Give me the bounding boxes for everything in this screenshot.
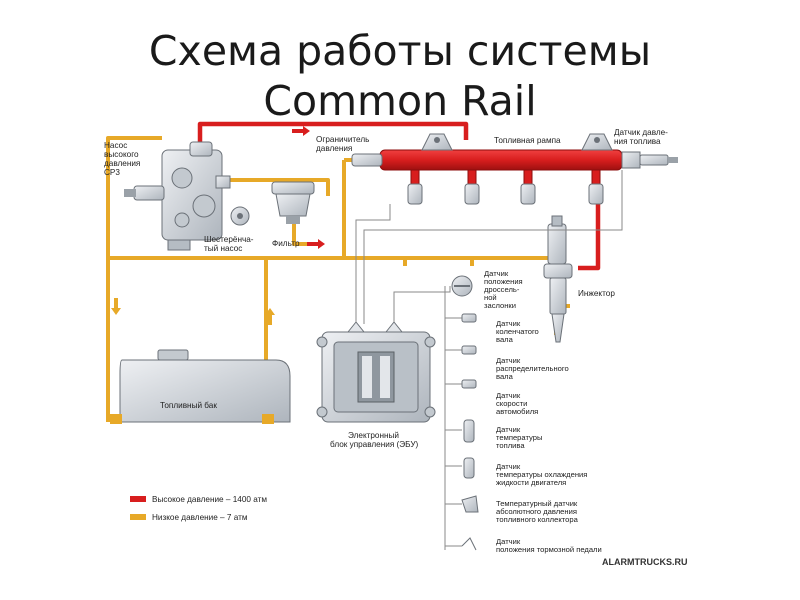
label-manifold: Температурный датчик абсолютного давлени…	[496, 499, 579, 524]
label-limiter: Ограничитель давления	[316, 135, 372, 153]
ecu	[316, 321, 436, 423]
fuel-tank	[110, 349, 291, 424]
arrow-down-left	[111, 298, 121, 315]
label-tank: Топливный бак	[160, 401, 217, 410]
fuel-filter	[271, 181, 315, 224]
brake-sensor-icon	[461, 537, 477, 551]
arrow-filter	[307, 239, 325, 249]
fuel-temp-sensor-icon	[463, 419, 475, 443]
coolant-sensor-icon	[463, 457, 475, 479]
legend-label-high-pressure: Высокое давление – 1400 атм	[152, 495, 267, 504]
page-title: Схема работы системы Common Rail	[0, 26, 800, 126]
title-line-1: Схема работы системы	[148, 27, 652, 75]
speed-sensor-icon	[461, 379, 477, 389]
low-pressure-line-filter-loop	[220, 178, 330, 196]
injector	[543, 215, 573, 343]
rail-outlets	[410, 169, 601, 185]
label-filter: Фильтр	[272, 239, 300, 248]
sensor-icons	[451, 275, 479, 551]
label-coolant: Датчик температуры охлаждения жидкости д…	[496, 462, 590, 487]
watermark: ALARMTRUCKS.RU	[602, 557, 688, 567]
rail-pressure-sensor	[621, 151, 678, 169]
label-fuel-temp: Датчик температуры топлива	[496, 425, 545, 450]
gear-pump	[230, 206, 250, 226]
crank-sensor-icon	[461, 313, 477, 323]
diagram-svg: Насос высокого давления CP3 Ограничитель…	[104, 121, 688, 567]
high-pressure-line-pump-rail	[197, 121, 469, 142]
label-crank: Датчик коленчатого вала	[496, 319, 541, 344]
legend-swatch-high-pressure	[130, 496, 146, 502]
common-rail-diagram: Насос высокого давления CP3 Ограничитель…	[100, 120, 710, 580]
cam-sensor-icon	[461, 345, 477, 355]
label-brake: Датчик положения тормозной педали	[496, 537, 602, 554]
manifold-sensor-icon	[461, 495, 479, 513]
label-injector: Инжектор	[578, 289, 615, 298]
label-pump: Насос высокого давления CP3	[104, 141, 143, 177]
throttle-sensor-icon	[451, 275, 473, 297]
label-cam: Датчик распределительного вала	[496, 356, 571, 381]
high-pressure-lines	[197, 121, 601, 271]
legend-label-low-pressure: Низкое давление – 7 атм	[152, 513, 248, 522]
legend: Высокое давление – 1400 атм Низкое давле…	[130, 495, 267, 522]
high-pressure-pump	[124, 141, 231, 251]
labels: Насос высокого давления CP3 Ограничитель…	[104, 128, 670, 554]
label-rail-sensor: Датчик давле- ния топлива	[614, 128, 670, 146]
flow-arrows	[111, 126, 325, 325]
rail-injector-stubs	[407, 183, 604, 205]
legend-swatch-low-pressure	[130, 514, 146, 520]
wiring	[355, 170, 623, 550]
arrow-up-return	[265, 308, 275, 325]
label-speed: Датчик скорости автомобиля	[496, 391, 538, 416]
arrow-high-pressure	[292, 126, 310, 136]
title-line-2: Common Rail	[263, 77, 537, 125]
label-rail: Топливная рампа	[494, 136, 561, 145]
label-throttle: Датчик положения дроссель- ной заслонки	[484, 269, 525, 310]
label-ecu: Электронный блок управления (ЭБУ)	[330, 431, 419, 449]
fuel-rail	[351, 133, 678, 205]
label-gear-pump: Шестерёнча- тый насос	[204, 235, 256, 253]
low-pressure-line-left	[106, 136, 162, 416]
